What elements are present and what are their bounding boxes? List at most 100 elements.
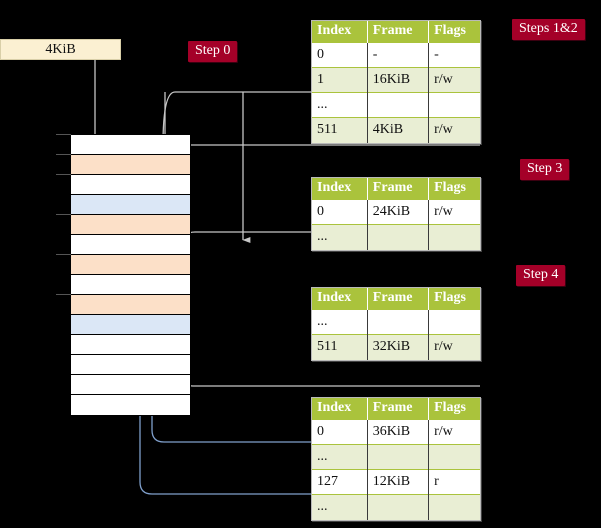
memory-tick-1 <box>56 154 71 155</box>
page-table-level-3: Index Frame Flags ... 511 32KiB r/w <box>311 287 481 361</box>
cell-flags: r <box>428 469 480 495</box>
table-row: 511 32KiB r/w <box>312 334 480 360</box>
column-header-frame: Frame <box>367 398 430 420</box>
column-header-frame: Frame <box>367 21 430 43</box>
memory-frame-10 <box>71 335 190 355</box>
cell-frame: 36KiB <box>367 419 430 445</box>
cell-flags: r/w <box>428 199 480 225</box>
badge-steps-1-2: Steps 1&2 <box>512 19 585 40</box>
cell-frame <box>367 494 430 520</box>
table-row: 1 16KiB r/w <box>312 67 480 93</box>
wire-t1-511-hook <box>164 144 480 156</box>
memory-tick-5 <box>56 294 71 295</box>
column-header-flags: Flags <box>428 288 480 310</box>
badge-step-0-label: Step 0 <box>195 43 231 58</box>
memory-frame-6 <box>71 255 190 275</box>
table-row: 0 - - <box>312 42 480 68</box>
table-header-row: Index Frame Flags <box>312 178 480 200</box>
column-header-flags: Flags <box>428 21 480 43</box>
cell-frame: 32KiB <box>367 334 430 360</box>
cell-index: 511 <box>312 334 368 360</box>
badge-step-3-label: Step 3 <box>527 161 563 176</box>
cell-flags <box>428 92 480 118</box>
memory-frame-5 <box>71 235 190 255</box>
cell-flags: r/w <box>428 334 480 360</box>
source-frame-label: 4KiB <box>45 42 76 57</box>
table-row: ... <box>312 444 480 470</box>
cell-index: 127 <box>312 469 368 495</box>
table-row: ... <box>312 309 480 335</box>
column-header-frame: Frame <box>367 178 430 200</box>
column-header-frame: Frame <box>367 288 430 310</box>
page-table-level-4: Index Frame Flags 0 36KiB r/w ... 127 <box>311 397 481 521</box>
table-row: 127 12KiB r <box>312 469 480 495</box>
memory-frame-12 <box>71 375 190 395</box>
cell-index: ... <box>312 444 368 470</box>
cell-frame: 12KiB <box>367 469 430 495</box>
physical-memory-strip <box>70 134 191 416</box>
column-header-index: Index <box>312 178 368 200</box>
cell-index: 0 <box>312 42 368 68</box>
table-row: ... <box>312 494 480 520</box>
cell-frame <box>367 444 430 470</box>
badge-steps-1-2-label: Steps 1&2 <box>519 21 578 36</box>
badge-step-0: Step 0 <box>188 41 238 62</box>
memory-tick-0 <box>56 134 71 135</box>
cell-flags <box>428 224 480 250</box>
column-header-index: Index <box>312 21 368 43</box>
cell-frame: 24KiB <box>367 199 430 225</box>
badge-step-3: Step 3 <box>520 159 570 180</box>
cell-index: 0 <box>312 419 368 445</box>
source-frame-box: 4KiB <box>0 39 121 60</box>
memory-frame-9 <box>71 315 190 335</box>
column-header-flags: Flags <box>428 178 480 200</box>
cell-frame <box>367 92 430 118</box>
cell-flags: r/w <box>428 117 480 143</box>
column-header-flags: Flags <box>428 398 480 420</box>
cell-flags: r/w <box>428 67 480 93</box>
memory-tick-3 <box>56 214 71 215</box>
badge-step-4-label: Step 4 <box>523 267 559 282</box>
cell-index: ... <box>312 92 368 118</box>
cell-index: 1 <box>312 67 368 93</box>
memory-tick-2 <box>56 174 71 175</box>
memory-frame-8 <box>71 295 190 315</box>
table-header-row: Index Frame Flags <box>312 288 480 310</box>
cell-flags: r/w <box>428 419 480 445</box>
column-header-index: Index <box>312 288 368 310</box>
cell-index: ... <box>312 309 368 335</box>
memory-frame-11 <box>71 355 190 375</box>
memory-frame-3 <box>71 195 190 215</box>
cell-index: ... <box>312 494 368 520</box>
cell-flags: - <box>428 42 480 68</box>
cell-frame: 4KiB <box>367 117 430 143</box>
cell-frame <box>367 309 430 335</box>
table-row: 0 36KiB r/w <box>312 419 480 445</box>
table-row: 511 4KiB r/w <box>312 117 480 143</box>
cell-frame: - <box>367 42 430 68</box>
cell-frame: 16KiB <box>367 67 430 93</box>
table-header-row: Index Frame Flags <box>312 21 480 43</box>
memory-frame-1 <box>71 155 190 175</box>
memory-tick-4 <box>56 254 71 255</box>
table-row: ... <box>312 224 480 250</box>
wire-t4-row0-hook <box>151 424 480 443</box>
badge-step-4: Step 4 <box>516 265 566 286</box>
table-row: ... <box>312 92 480 118</box>
cell-flags <box>428 444 480 470</box>
column-header-index: Index <box>312 398 368 420</box>
page-table-level-1: Index Frame Flags 0 - - 1 16KiB r/w ... <box>311 20 481 144</box>
page-table-level-2: Index Frame Flags 0 24KiB r/w ... <box>311 177 481 251</box>
cell-flags <box>428 309 480 335</box>
cell-flags <box>428 494 480 520</box>
cell-index: 511 <box>312 117 368 143</box>
memory-frame-7 <box>71 275 190 295</box>
table-header-row: Index Frame Flags <box>312 398 480 420</box>
table-row: 0 24KiB r/w <box>312 199 480 225</box>
cell-index: 0 <box>312 199 368 225</box>
cell-index: ... <box>312 224 368 250</box>
memory-frame-0 <box>71 135 190 155</box>
wire-t4-row127-hook <box>139 424 480 495</box>
memory-frame-2 <box>71 175 190 195</box>
